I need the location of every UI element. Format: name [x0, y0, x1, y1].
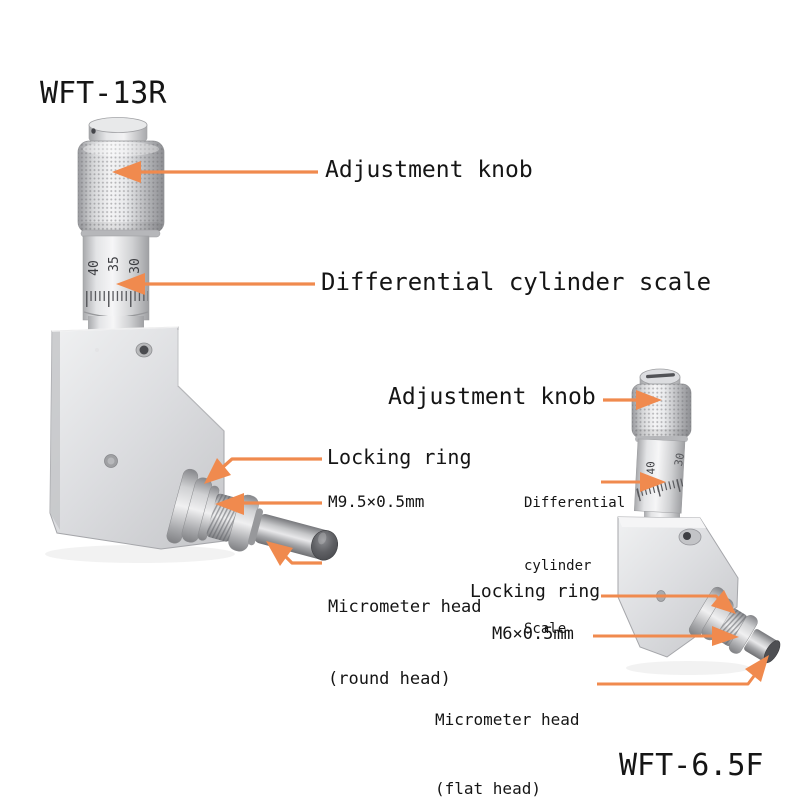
- label-micrometer-head-right-line1: Micrometer head: [435, 710, 580, 729]
- arrow-micrometer-head-left: [266, 541, 322, 566]
- right-scale-number-30: 30: [672, 452, 687, 467]
- label-adjustment-knob-left: Adjustment knob: [325, 157, 533, 183]
- left-micrometer-illustration: 40 35 30: [49, 117, 339, 561]
- label-thread-spec-left: M9.5×0.5mm: [328, 492, 425, 511]
- right-device-shadow: [626, 661, 750, 675]
- model-title-wft65f: WFT-6.5F: [619, 748, 764, 783]
- arrow-adjustment-knob-left: [112, 161, 318, 183]
- left-scale-number-30: 30: [128, 258, 143, 274]
- label-differential-scale-left: Differential cylinder scale: [321, 268, 712, 296]
- label-micrometer-head-right: Micrometer head (flat head): [435, 662, 580, 800]
- left-scale-number-35: 35: [107, 256, 122, 272]
- label-micrometer-head-left-line1: Micrometer head: [328, 597, 482, 617]
- label-adjustment-knob-right: Adjustment knob: [388, 384, 596, 410]
- left-scale-sleeve-graphic: 40 35 30: [82, 235, 150, 334]
- right-spindle-assembly-graphic: [688, 586, 781, 664]
- arrow-locking-ring-right: [601, 590, 736, 614]
- label-differential-scale-right-line3: Scale: [524, 621, 567, 637]
- callout-arrows: [112, 161, 769, 686]
- left-spindle-round-tip: [311, 530, 339, 561]
- label-differential-scale-right-line2: cylinder: [524, 558, 592, 574]
- label-differential-scale-right-line1: Differential: [524, 495, 626, 511]
- label-locking-ring-left: Locking ring: [327, 445, 472, 469]
- right-scale-sleeve-graphic: 40 30: [633, 438, 687, 514]
- arrow-thread-spec-left: [215, 493, 322, 515]
- arrow-differential-scale-left: [116, 273, 315, 295]
- right-cap-slot: [646, 373, 675, 379]
- arrow-adjustment-knob-right: [603, 390, 662, 410]
- arrow-locking-ring-left: [204, 457, 322, 484]
- label-thread-spec-right: M6×0.5mm: [492, 624, 574, 644]
- label-micrometer-head-left-line2: (round head): [328, 669, 451, 689]
- left-device-shadow: [45, 545, 235, 563]
- right-micrometer-illustration: 40 30: [617, 368, 781, 664]
- arrow-micrometer-head-right: [597, 655, 769, 686]
- left-cap-graphic: [88, 117, 148, 146]
- label-differential-scale-right: Differential cylinder Scale: [524, 451, 625, 682]
- arrow-differential-scale-right: [601, 472, 666, 492]
- label-micrometer-head-left: Micrometer head (round head): [328, 547, 482, 739]
- left-spindle-assembly-graphic: [166, 468, 339, 561]
- model-title-wft13r: WFT-13R: [40, 76, 167, 111]
- left-scale-number-40: 40: [87, 260, 102, 276]
- arrow-thread-spec-right: [593, 626, 739, 646]
- left-adjustment-knob-graphic: [77, 140, 165, 234]
- label-micrometer-head-right-line2: (flat head): [435, 779, 541, 798]
- right-scale-number-40: 40: [644, 461, 657, 475]
- label-locking-ring-right: Locking ring: [470, 581, 601, 602]
